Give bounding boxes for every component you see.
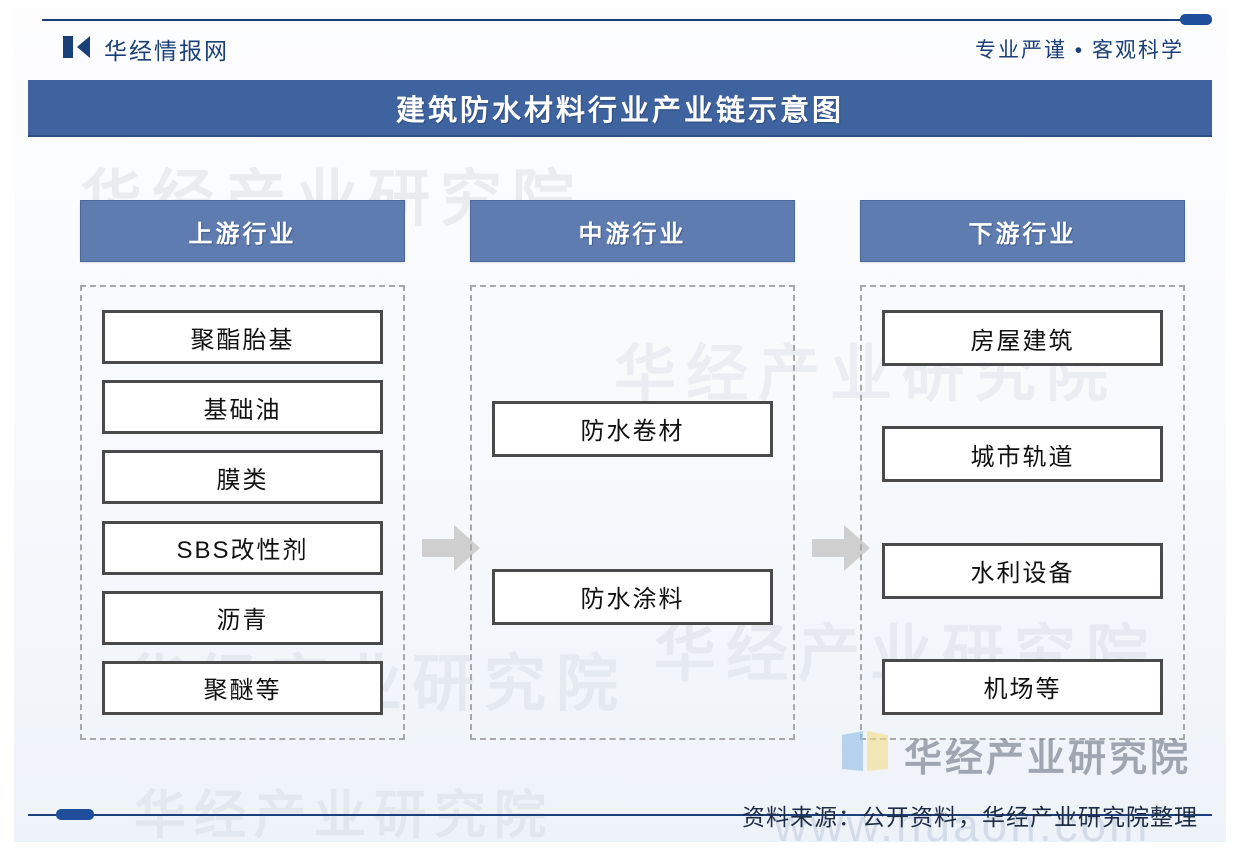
node-item[interactable]: SBS改性剂 — [102, 520, 383, 575]
page-title: 建筑防水材料行业产业链示意图 — [395, 94, 844, 127]
node-item[interactable]: 城市轨道 — [882, 426, 1163, 483]
column-header-upstream: 上游行业 — [80, 200, 405, 262]
column-downstream: 下游行业 房屋建筑 城市轨道 水利设备 机场等 — [860, 200, 1185, 740]
node-item[interactable]: 房屋建筑 — [882, 310, 1163, 366]
open-book-icon — [840, 729, 890, 780]
brand-tagline: 专业严谨 • 客观科学 — [974, 39, 1184, 62]
node-item[interactable]: 防水涂料 — [492, 568, 773, 625]
open-book-icon — [62, 34, 92, 65]
source-note: 资料来源：公开资料，华经产业研究院整理 — [742, 804, 1198, 830]
node-label: SBS改性剂 — [176, 537, 309, 565]
node-label: 基础油 — [203, 396, 282, 424]
node-item[interactable]: 聚醚等 — [102, 660, 383, 715]
node-item[interactable]: 机场等 — [882, 658, 1163, 715]
node-label: 聚酯胎基 — [190, 326, 295, 354]
column-header-downstream: 下游行业 — [860, 200, 1185, 262]
page-canvas: 华经产业研究院 华经产业研究院 华经产业研究院 华经产业研究院 www.huao… — [14, 8, 1226, 851]
node-item[interactable]: 基础油 — [102, 380, 383, 435]
column-body-upstream: 聚酯胎基 基础油 膜类 SBS改性剂 沥青 聚醚等 — [80, 285, 405, 740]
column-body-midstream: 防水卷材 防水涂料 — [470, 285, 795, 740]
brand-lockup: 华经情报网 — [62, 32, 229, 66]
node-item[interactable]: 聚酯胎基 — [102, 310, 383, 364]
brand-name: 华经情报网 — [104, 38, 229, 64]
chart-title-bar: 建筑防水材料行业产业链示意图 — [28, 80, 1212, 137]
column-header-label: 下游行业 — [968, 220, 1077, 248]
column-midstream: 中游行业 防水卷材 防水涂料 — [470, 200, 795, 740]
arrow-right-icon — [420, 517, 482, 579]
node-label: 房屋建筑 — [970, 327, 1075, 355]
node-label: 防水涂料 — [580, 586, 685, 613]
background-watermark: 华经产业研究院 — [134, 787, 555, 845]
node-label: 防水卷材 — [580, 418, 685, 445]
node-item[interactable]: 膜类 — [102, 450, 383, 505]
column-header-label: 中游行业 — [578, 220, 687, 248]
node-item[interactable]: 沥青 — [102, 590, 383, 645]
bottom-rule — [28, 814, 1212, 816]
node-label: 聚醚等 — [203, 677, 282, 705]
node-label: 膜类 — [216, 466, 269, 494]
node-item[interactable]: 水利设备 — [882, 542, 1163, 599]
node-label: 沥青 — [216, 607, 269, 635]
arrow-right-icon — [810, 517, 872, 579]
column-header-midstream: 中游行业 — [470, 200, 795, 262]
bottom-rule-accent — [56, 809, 94, 820]
top-rule — [42, 19, 1212, 21]
institute-logo: 华经产业研究院 — [840, 727, 1191, 782]
column-body-downstream: 房屋建筑 城市轨道 水利设备 机场等 — [860, 285, 1185, 740]
top-rule-accent — [1180, 14, 1212, 25]
supply-chain-diagram: 上游行业 聚酯胎基 基础油 膜类 SBS改性剂 沥青 聚醚等 — [28, 135, 1212, 782]
node-item[interactable]: 防水卷材 — [492, 400, 773, 457]
column-header-label: 上游行业 — [188, 220, 297, 248]
brand-header: 华经情报网 专业严谨 • 客观科学 — [28, 22, 1212, 76]
institute-logo-text: 华经产业研究院 — [904, 738, 1192, 780]
node-label: 城市轨道 — [970, 443, 1075, 471]
node-label: 水利设备 — [970, 560, 1075, 588]
node-label: 机场等 — [983, 676, 1062, 704]
column-upstream: 上游行业 聚酯胎基 基础油 膜类 SBS改性剂 沥青 聚醚等 — [80, 200, 405, 740]
